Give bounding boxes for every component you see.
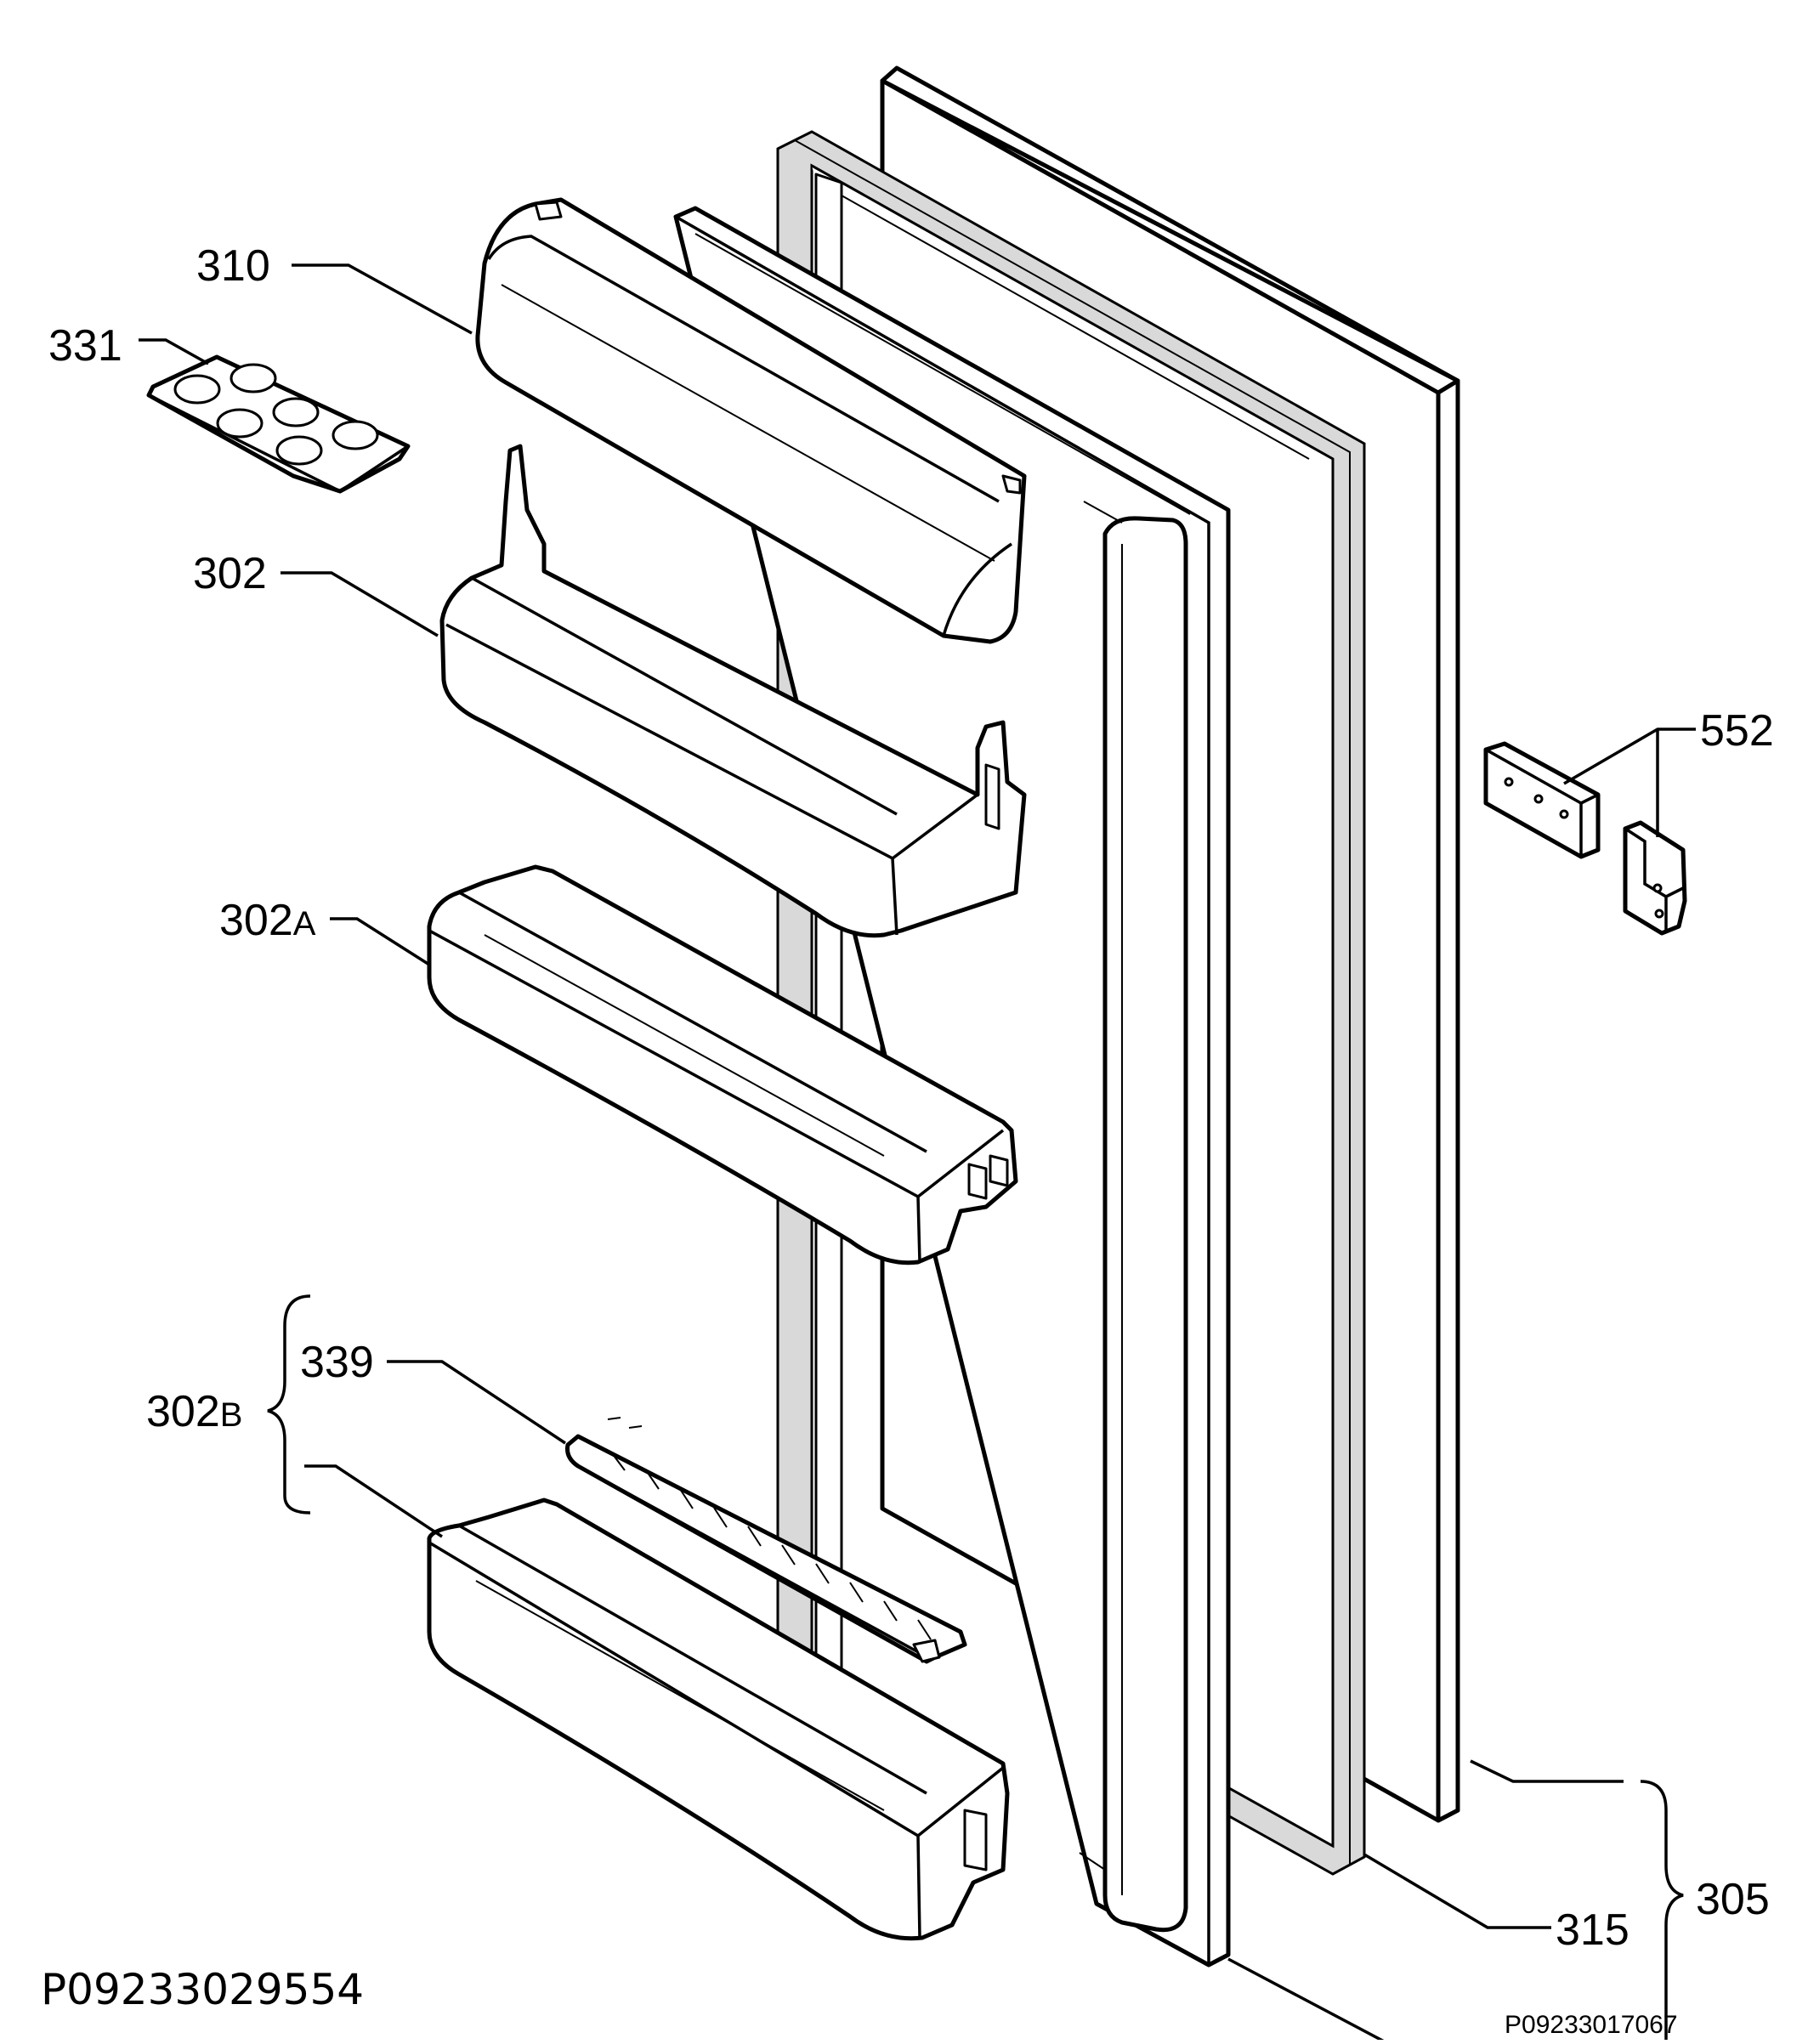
leader-302 bbox=[281, 571, 439, 637]
bottle-shelf-302b bbox=[427, 1498, 1010, 1941]
door-shelf-302 bbox=[439, 444, 1027, 938]
label-302b: 302B bbox=[146, 1387, 242, 1436]
leader-552-a bbox=[1563, 728, 1696, 785]
leader-lines bbox=[139, 263, 1696, 2044]
dairy-compartment-lid bbox=[475, 197, 1027, 644]
label-310: 310 bbox=[196, 241, 270, 291]
label-302: 302 bbox=[193, 549, 267, 598]
label-315: 315 bbox=[1556, 1905, 1629, 1955]
label-339: 339 bbox=[300, 1338, 374, 1387]
door-side-trim bbox=[1079, 501, 1188, 1933]
hinge-bracket-552 bbox=[1483, 741, 1687, 936]
label-552: 552 bbox=[1700, 706, 1774, 756]
leader-302b bbox=[304, 1464, 443, 1538]
leader-339 bbox=[387, 1360, 566, 1445]
brace-305 bbox=[1640, 1780, 1684, 2044]
door-inner-liner bbox=[673, 206, 1231, 1968]
bottle-divider-339 bbox=[565, 1417, 967, 1664]
diagram-code-right: P09233017067 bbox=[1505, 2011, 1678, 2039]
leader-310 bbox=[292, 263, 473, 335]
brace-302b bbox=[267, 1294, 311, 1515]
leader-302a bbox=[330, 917, 430, 966]
bottle-shelf-302a bbox=[427, 864, 1018, 1265]
leader-305-b bbox=[1227, 1957, 1392, 2044]
label-302a-number: 302 bbox=[219, 896, 293, 945]
label-302a-suffix: A bbox=[293, 905, 316, 943]
label-302a: 302A bbox=[219, 896, 316, 945]
label-302b-number: 302 bbox=[146, 1387, 220, 1436]
leader-331 bbox=[139, 338, 209, 365]
label-302b-suffix: B bbox=[220, 1396, 243, 1434]
egg-tray bbox=[146, 354, 411, 494]
leader-305-a bbox=[1470, 1759, 1624, 1783]
label-305: 305 bbox=[1696, 1875, 1770, 1924]
label-331: 331 bbox=[48, 321, 122, 371]
diagram-code-left: P09233029554 bbox=[41, 1965, 364, 2014]
leader-315 bbox=[1363, 1853, 1551, 1929]
